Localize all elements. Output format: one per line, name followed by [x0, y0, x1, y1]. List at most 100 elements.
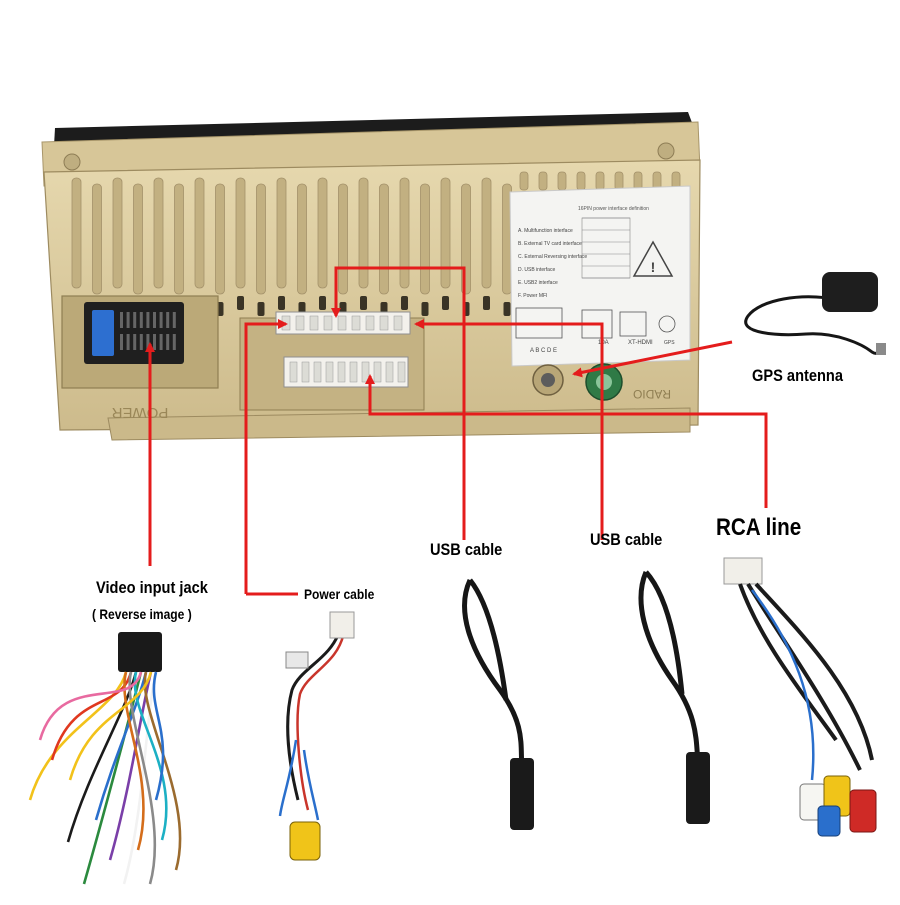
power-embossed: POWER [112, 404, 169, 421]
iso-pin [159, 312, 163, 328]
sticker-list-item: D. USB interface [518, 267, 555, 273]
sticker-pinout-c [619, 311, 647, 337]
harness-wire [38, 671, 143, 741]
spec-sticker: 16PIN power interface definition A. Mult… [509, 185, 691, 367]
heatsink-fin [379, 183, 389, 295]
heatsink-fin [420, 183, 430, 295]
arrow-rca [365, 374, 768, 508]
vent-slot [401, 296, 408, 310]
iso-pin [166, 334, 170, 350]
connector-tooth [385, 361, 394, 383]
power-cable-wire-blue [278, 739, 298, 817]
sticker-list-item: E. USB2 interface [518, 280, 558, 286]
connector-tooth [337, 361, 346, 383]
harness-wire [94, 671, 148, 821]
connector-tooth [295, 315, 305, 331]
connector-tooth [301, 361, 310, 383]
screw [63, 153, 81, 171]
connector-tooth [365, 315, 375, 331]
arrow-usb-1 [331, 266, 466, 540]
heatsink-fin [338, 183, 348, 295]
sticker-list-item: A. Multifunction interface [518, 228, 573, 234]
sticker-grid [515, 217, 676, 339]
connector-tooth [393, 315, 403, 331]
warning-mark: ! [651, 259, 656, 275]
heatsink-fin [215, 183, 225, 295]
connector-tooth [309, 315, 319, 331]
vent-slot [237, 296, 244, 310]
heatsink-fin [481, 177, 492, 289]
vent-slot [421, 302, 429, 316]
harness-wire [108, 671, 153, 861]
sticker-list-item: F. Power MFI [518, 293, 547, 299]
vent-slot [442, 296, 449, 310]
arrow-gps [572, 340, 733, 378]
vent-slot [360, 296, 367, 310]
iso-pin [133, 312, 137, 328]
heatsink-fin [256, 183, 266, 295]
iso-wire-harness [28, 632, 182, 885]
label-power-cable: Power cable [304, 586, 375, 602]
heatsink-fin [614, 171, 624, 191]
sticker-list-item: C. External Reversing interface [518, 254, 587, 260]
heatsink-fin [399, 177, 410, 289]
connector-tooth [397, 361, 406, 383]
usb-cable-2-connector [686, 752, 710, 824]
gps-antenna-puck [822, 272, 878, 312]
connector-tooth [379, 315, 389, 331]
sticker-list-item: B. External TV card interface [518, 241, 582, 247]
rca-wire-2 [746, 582, 862, 771]
connector-tooth [289, 361, 298, 383]
heatsink-fin [174, 183, 184, 295]
iso-pin [120, 334, 123, 350]
usb-cable-2-loop [644, 570, 685, 695]
callout-arrows [145, 266, 768, 596]
warning-icon [632, 240, 674, 277]
usb-cable-1-connector [510, 758, 534, 830]
vent-slot [257, 302, 265, 316]
iso-pin [126, 312, 130, 328]
vent-slot [278, 296, 285, 310]
radio-embossed: RADIO [633, 387, 671, 401]
heatsink-fin [358, 177, 369, 289]
rca-wire-blue [751, 589, 815, 781]
connector-tooth [323, 315, 333, 331]
gps-antenna [744, 272, 886, 355]
power-cable-rca-plug [289, 821, 321, 861]
heatsink-fin [133, 183, 143, 295]
connector-tooth [313, 361, 322, 383]
arrow-power-cable [244, 319, 288, 594]
power-cable-wire-blue-2 [302, 749, 320, 821]
sticker-connector-letters: A B C D E [530, 348, 557, 354]
iso-blue-block [92, 310, 114, 356]
heatsink-fin [440, 177, 451, 289]
label-video-input-jack: Video input jack [96, 578, 208, 597]
sticker-code-gps: GPS [664, 340, 675, 346]
usb-cable-1-loop [468, 578, 509, 701]
heatsink-fin [538, 171, 548, 191]
power-cable-wire-red [296, 631, 346, 811]
connector-teeth [281, 315, 406, 383]
bottom-lip [107, 407, 691, 441]
gps-antenna-plug [876, 343, 886, 355]
usb-cable-1 [462, 578, 534, 830]
iso-pin [159, 334, 163, 350]
harness-wire [152, 671, 165, 801]
harness-wire [128, 671, 157, 885]
sticker-code-hdmi: XT-HDMI [628, 340, 653, 346]
rca-wire-3 [754, 582, 874, 761]
harness-wire [133, 671, 168, 841]
harness-wire [82, 671, 143, 885]
harness-plug [118, 632, 162, 672]
heatsink-fin [153, 177, 164, 289]
connector-tooth [337, 315, 347, 331]
rca-plug-red [849, 789, 877, 833]
harness-wire [68, 671, 153, 781]
gps-antenna-cable [744, 295, 885, 355]
heatsink-fin [112, 177, 123, 289]
connector-tooth [325, 361, 334, 383]
label-usb-cable-2: USB cable [590, 530, 663, 549]
vent-slot [319, 296, 326, 310]
heatsink-fin [557, 171, 567, 191]
